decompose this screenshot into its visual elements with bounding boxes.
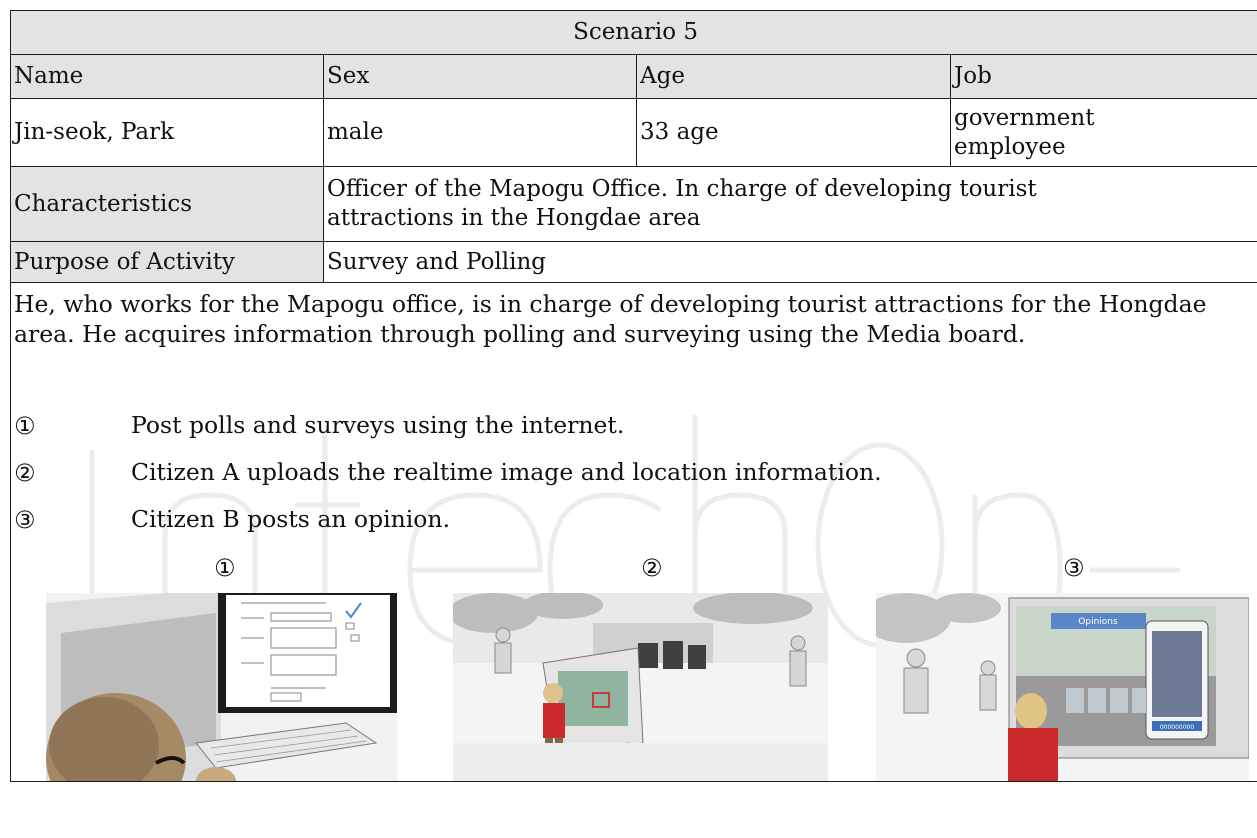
value-sex: male [323,98,637,167]
purpose-label: Purpose of Activity [10,241,324,283]
scenario-description: He, who works for the Mapogu office, is … [14,290,1207,348]
scenario-body: He, who works for the Mapogu office, is … [9,282,1257,782]
figure-number: ① [214,554,236,582]
step-number: ③ [14,506,36,534]
purpose-value: Survey and Polling [322,241,1257,283]
step-number: ② [14,459,36,487]
scenario-title: Scenario 5 [9,10,1257,55]
header-name: Name [10,54,324,99]
list-item: ② Citizen A uploads the realtime image a… [14,458,882,505]
computer-user-illustration [46,593,397,781]
step-number: ① [14,412,36,440]
figure-number: ③ [1063,554,1085,582]
characteristics-label: Characteristics [10,166,324,242]
step-text: Citizen B posts an opinion. [131,505,451,533]
citizen-opinion-illustration: Opinions 000000000 [876,593,1249,781]
phone-caption-text: 000000000 [1160,724,1195,731]
value-name: Jin-seok, Park [10,98,324,167]
characteristics-value: Officer of the Mapogu Office. In charge … [322,166,1257,242]
list-item: ① Post polls and surveys using the inter… [14,411,882,458]
step-text: Citizen A uploads the realtime image and… [131,458,882,486]
figure-number: ② [641,554,663,582]
step-text: Post polls and surveys using the interne… [131,411,625,439]
value-age: 33 age [636,98,951,167]
scenario-table: Scenario 5 Name Sex Age Job Jin-seok, Pa… [9,10,1257,782]
header-sex: Sex [323,54,637,99]
value-job: government employee [949,98,1257,167]
header-age: Age [636,54,951,99]
step-list: ① Post polls and surveys using the inter… [14,411,882,552]
header-job: Job [949,54,1257,99]
list-item: ③ Citizen B posts an opinion. [14,505,882,552]
opinion-banner-text: Opinions [1078,617,1118,627]
citizen-uploading-illustration [453,593,828,781]
